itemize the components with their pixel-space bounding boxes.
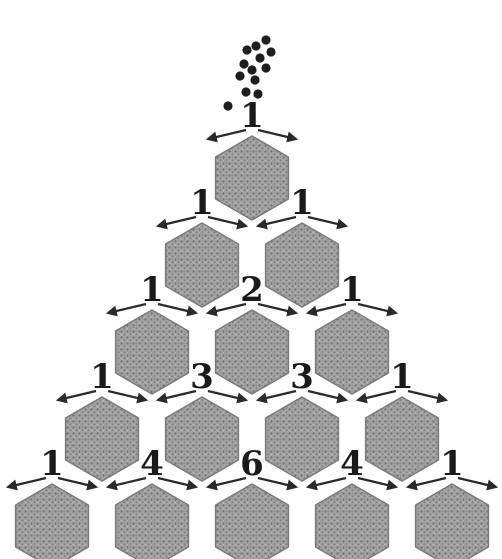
peg-hexagon [16,484,89,559]
pascal-number-label: 1 [290,183,314,223]
peg-hexagon [116,484,189,559]
pascal-number-label: 4 [140,444,164,484]
peg-hexagons [16,136,489,559]
peg-hexagon [266,397,339,481]
pascal-number-label: 1 [190,183,214,223]
pascal-number-label: 1 [40,444,64,484]
pascal-number-label: 3 [190,357,214,397]
peg-hexagon [266,223,339,307]
pascal-number-label: 1 [90,357,114,397]
peg-hexagon [316,310,389,394]
peg-hexagon [316,484,389,559]
ball [223,101,232,110]
peg-hexagon [216,484,289,559]
pascal-number-label: 1 [240,96,264,136]
pascal-number-label: 1 [390,357,414,397]
ball [255,53,264,62]
ball [261,35,270,44]
peg-hexagon [66,397,139,481]
pascal-number-label: 6 [240,444,264,484]
peg-hexagon [416,484,489,559]
peg-hexagon [216,310,289,394]
ball [235,71,244,80]
pascal-number-label: 2 [240,270,264,310]
ball [251,41,260,50]
peg-hexagon [116,310,189,394]
ball [239,59,248,68]
pascal-number-label: 4 [340,444,364,484]
pascal-number-label: 1 [140,270,164,310]
ball [261,63,270,72]
pascal-number-label: 1 [440,444,464,484]
peg-hexagon [166,223,239,307]
peg-hexagon [216,136,289,220]
ball [250,75,259,84]
ball [247,65,256,74]
peg-hexagon [366,397,439,481]
pascal-number-label: 3 [290,357,314,397]
pascal-number-label: 1 [340,270,364,310]
ball [266,47,275,56]
peg-hexagon [166,397,239,481]
ball [242,45,251,54]
